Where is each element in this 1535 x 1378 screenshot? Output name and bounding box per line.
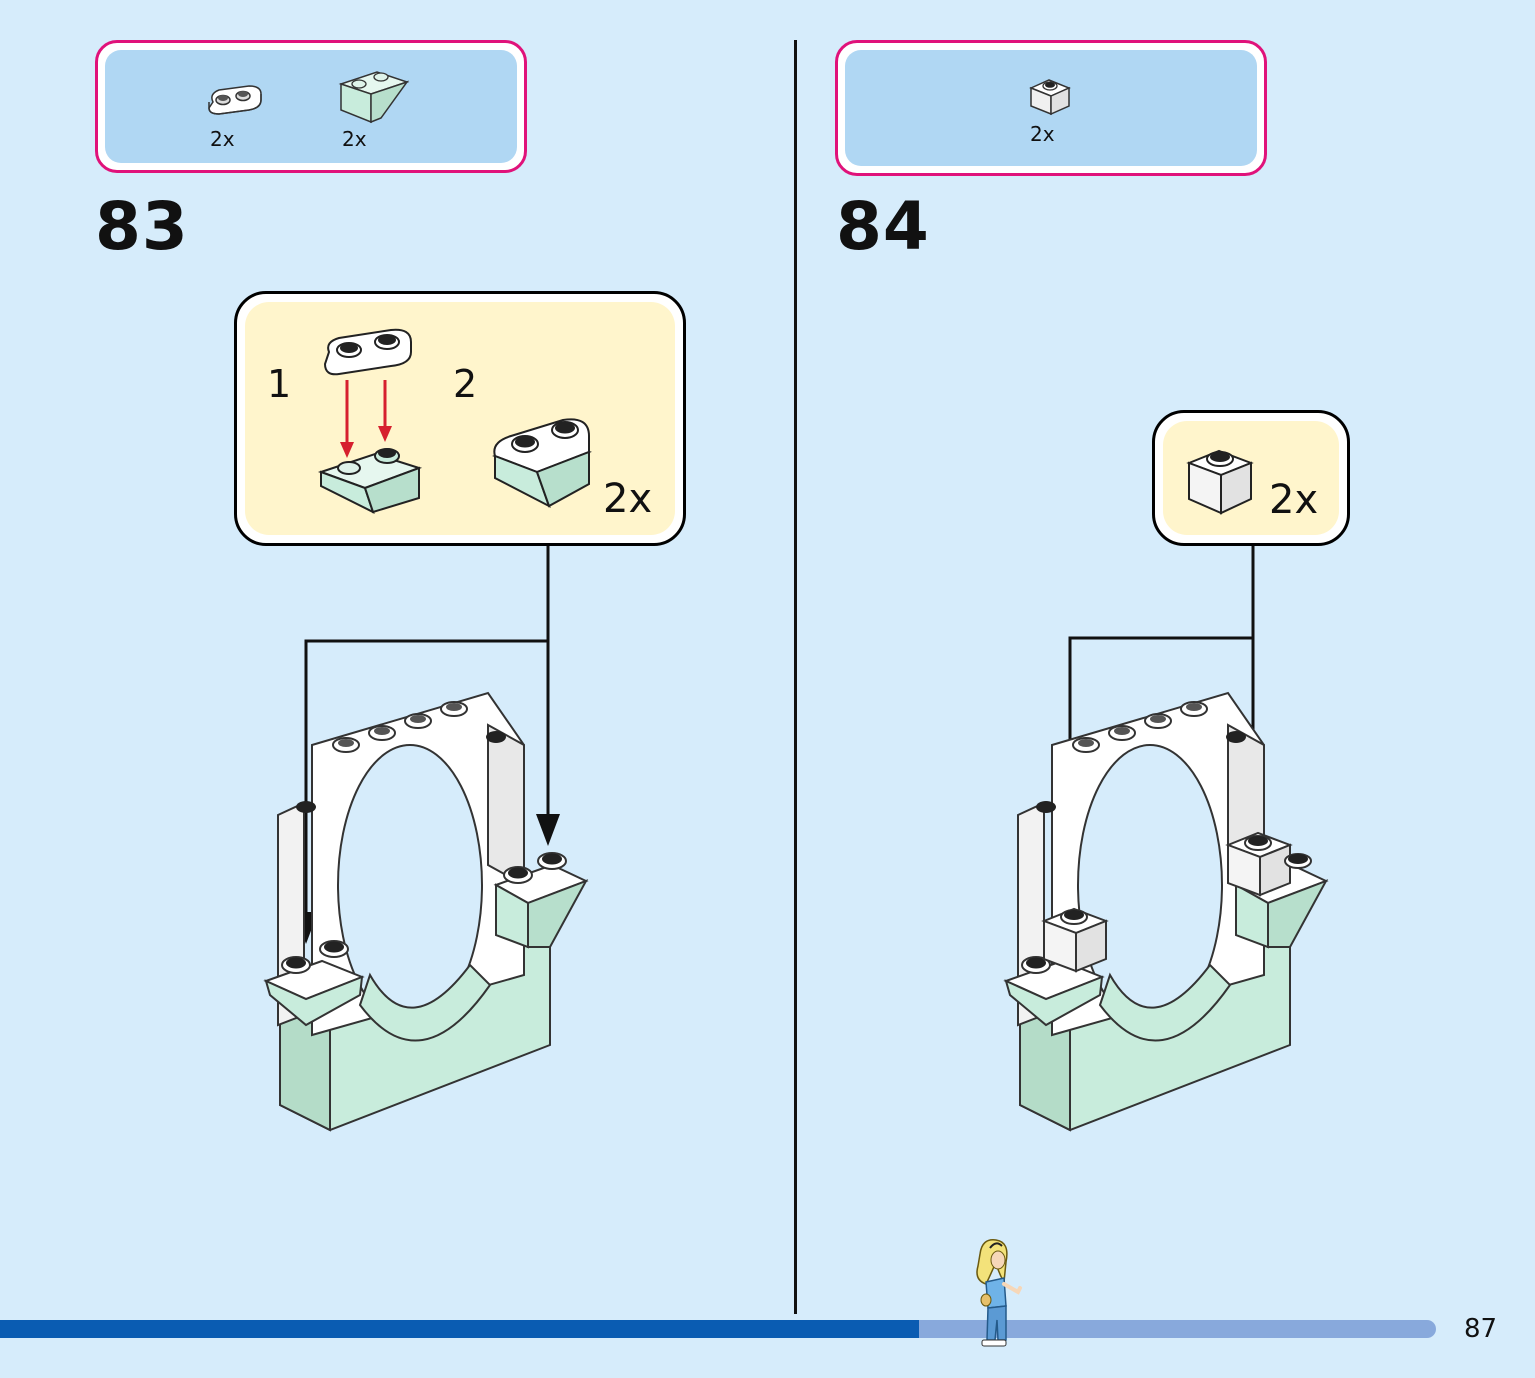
step-number: 84 [836, 188, 930, 265]
part-slope-inverted [337, 62, 411, 137]
progress-fill [0, 1320, 919, 1338]
sub-step-number: 2 [453, 362, 478, 406]
arch-model-84 [1003, 691, 1329, 1132]
plate-rounded-icon [208, 85, 262, 115]
parts-list-inner: 2x [845, 50, 1257, 166]
step-number: 83 [95, 188, 189, 265]
sub-step-2-illustration [492, 418, 592, 509]
parts-list-inner: 2x 2x [105, 50, 517, 163]
arch-model-83 [263, 691, 589, 1132]
parts-list-step-83: 2x 2x [95, 40, 527, 173]
part-qty: 2x [1030, 122, 1055, 146]
brick-1x1-icon [1186, 449, 1254, 515]
brick-1x1-icon [1029, 79, 1071, 116]
page-divider [794, 40, 797, 1314]
sub-step-number: 1 [267, 362, 292, 406]
callout-inner: 2x [1163, 421, 1339, 535]
callout-qty: 2x [1269, 477, 1319, 523]
part-qty: 2x [342, 127, 367, 151]
minifigure-icon [976, 1239, 1022, 1347]
part-brick-1x1 [1027, 74, 1073, 123]
sub-assembly-callout-84: 2x [1152, 410, 1350, 546]
sub-step-1-illustration [317, 328, 423, 514]
slope-inverted-icon [338, 71, 410, 124]
page-number: 87 [1464, 1314, 1498, 1344]
part-plate-rounded [205, 80, 265, 130]
progress-bar [0, 1320, 1436, 1338]
sub-assembly-callout-83: 1 2 2x [234, 291, 686, 546]
part-qty: 2x [210, 127, 235, 151]
leader-lines-83 [294, 546, 560, 944]
callout-inner: 1 2 2x [245, 302, 675, 535]
callout-qty: 2x [603, 476, 653, 522]
parts-list-step-84: 2x [835, 40, 1267, 176]
